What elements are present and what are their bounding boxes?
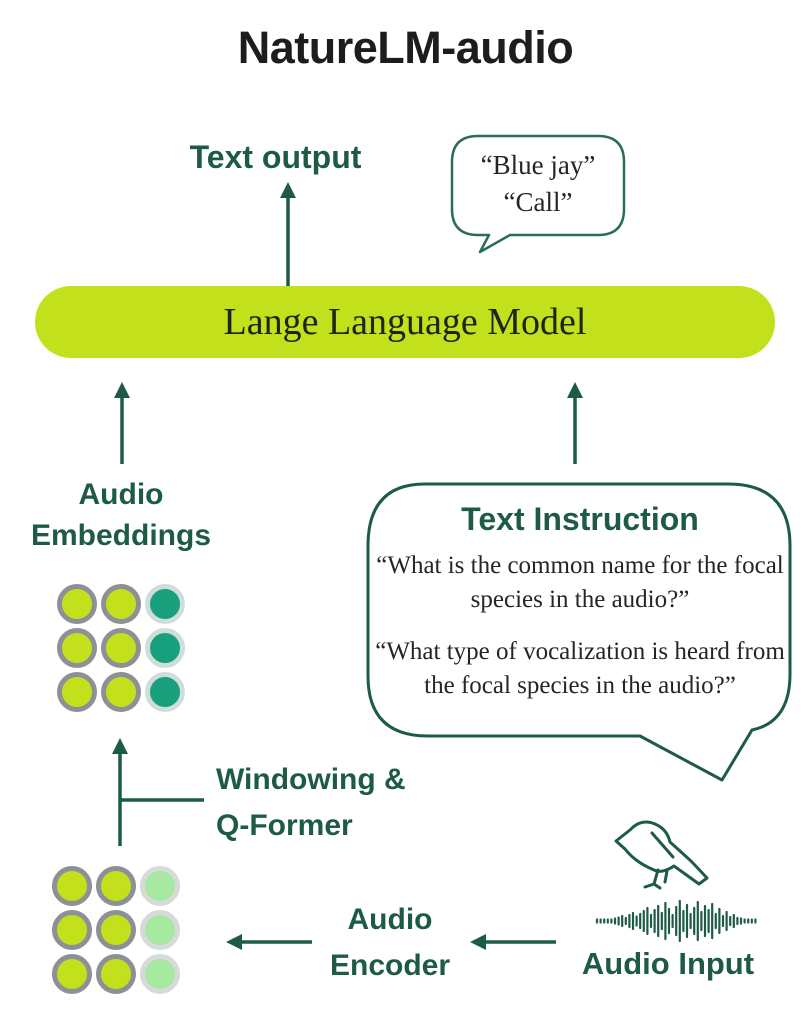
embedding-dot [96,866,136,906]
windowing-qformer-label: Windowing & Q-Former [216,763,406,842]
llm-block: Lange Language Model [35,286,775,358]
output-bubble-line: “Call” [503,187,573,217]
audio-encoder-label: Audio Encoder [329,903,451,982]
arrow-instruction-to-llm-icon [567,382,583,464]
waveform-icon [595,899,757,943]
arrow-qformer-connector-icon [112,738,204,846]
instruction-bubble-body: “What is the common name for the focal s… [372,549,788,721]
embedding-dot [52,954,92,994]
output-speech-bubble [450,134,626,254]
embedding-dot [101,584,141,624]
embedding-dot [145,672,185,712]
output-bubble-line: “Blue jay” [480,150,596,180]
arrow-embeddings-to-llm-icon [114,382,130,464]
audio-embeddings-label: Audio Embeddings [30,478,211,552]
bird-icon [614,820,709,890]
arrow-encoder-to-grid-icon [226,934,312,950]
page-title: NatureLM-audio [237,22,574,73]
embedding-dot [140,910,180,950]
embedding-dot [101,628,141,668]
embedding-dot [101,672,141,712]
instruction-question: “What is the common name for the focal s… [376,552,784,613]
encoder-output-grid [52,866,180,994]
audio-embeddings-grid [57,584,185,712]
output-bubble-text: “Blue jay” “Call” [452,147,624,221]
embedding-dot [57,628,97,668]
audio-input-label: Audio Input [581,946,755,981]
embedding-dot [52,910,92,950]
embedding-dot [57,584,97,624]
embedding-dot [57,672,97,712]
embedding-dot [52,866,92,906]
text-output-label: Text output [189,139,362,175]
instruction-question: “What type of vocalization is heard from… [375,638,785,699]
arrow-input-to-encoder-icon [470,934,556,950]
arrow-llm-to-text-output-icon [280,182,296,286]
instruction-speech-bubble [366,482,792,782]
embedding-dot [96,910,136,950]
embedding-dot [140,866,180,906]
embedding-dot [140,954,180,994]
embedding-dot [96,954,136,994]
embedding-dot [145,584,185,624]
embedding-dot [145,628,185,668]
instruction-bubble-title: Text Instruction [461,501,699,537]
